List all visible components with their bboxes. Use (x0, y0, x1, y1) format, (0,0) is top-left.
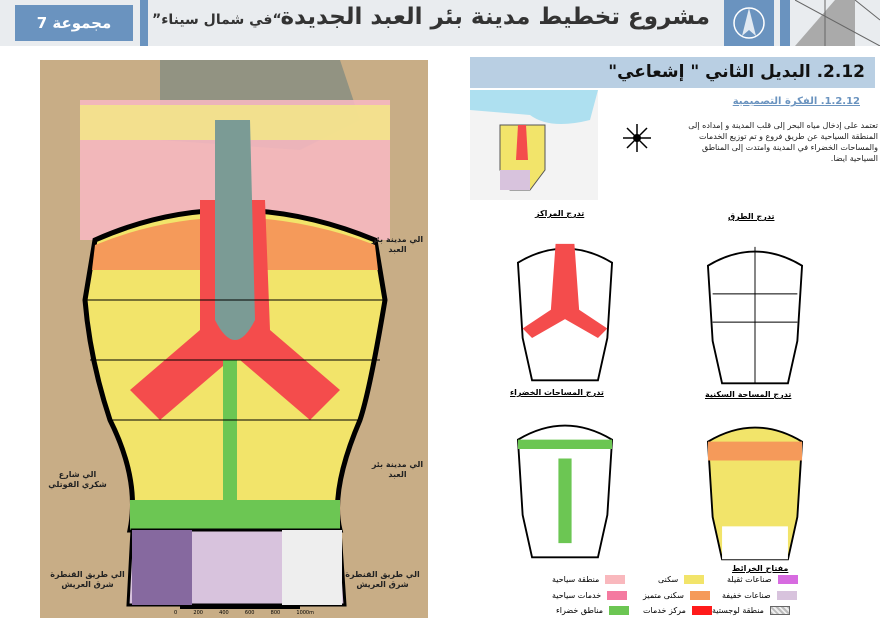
roads-map (706, 246, 804, 385)
legend-swatch (769, 606, 790, 615)
legend-swatch (684, 575, 705, 584)
legend-item: خدمات سياحية (552, 591, 628, 600)
legend-label: مناطق خضراء (556, 606, 603, 615)
scale-tick: 0 (174, 610, 178, 616)
group-badge: مجموعة 7 (15, 5, 133, 41)
radial-arrows-icon (623, 124, 651, 152)
section-title: 2.12. البديل الثاني " إشعاعي" (470, 57, 875, 88)
legend-label: صناعات ثقيلة (727, 575, 772, 584)
legend-item: منطقة لوجستية (712, 606, 790, 615)
legend-swatch (691, 606, 712, 615)
corner-graphic-icon (795, 0, 880, 46)
main-master-plan-map: الي مدينة بئر العبد الي شارع شكري القوتل… (40, 60, 428, 618)
legend-item: مناطق خضراء (556, 606, 629, 615)
legend-swatch (607, 591, 628, 600)
legend-label: منطقة لوجستية (712, 606, 764, 615)
header-subtitle: “في شمال سيناء” (152, 12, 282, 28)
legend-label: سكنى (658, 575, 679, 584)
legend-item: صناعات خفيفة (722, 591, 797, 600)
section-subtitle: 1.2.12. الفكرة التصميمية (732, 96, 860, 107)
centers-map (516, 243, 614, 382)
location-map (470, 90, 598, 200)
legend-item: سكنى (658, 575, 705, 584)
compass-logo-icon (724, 0, 774, 46)
scale-tick: 800 (270, 610, 281, 616)
small-map-title: تدرج المراكز (535, 209, 585, 218)
legend-swatch (605, 575, 626, 584)
map-label: الي طريق القنطرة شرق العريش (345, 570, 420, 589)
scale-tick: 200 (193, 610, 203, 616)
map-label: الي طريق القنطرة شرق العريش (50, 570, 125, 589)
scale-bar: 0 200 400 600 800 1000m (174, 610, 314, 616)
legend-swatch (776, 591, 797, 600)
legend-label: صناعات خفيفة (722, 591, 771, 600)
page-title: مشروع تخطيط مدينة بئر العبد الجديدة (280, 4, 710, 30)
divider (780, 0, 790, 46)
divider (140, 0, 148, 46)
legend-label: مركز خدمات (643, 606, 686, 615)
legend-item: منطقة سياحية (552, 575, 626, 584)
legend-label: منطقة سياحية (552, 575, 600, 584)
small-map-title: تدرج المساحة السكنية (705, 390, 792, 399)
map-label: الي مدينة بئر العبد (371, 235, 424, 254)
legend-title: مفتاح الخرائط (732, 564, 789, 573)
scale-tick: 1000m (296, 610, 314, 616)
legend-label: سكنى متميز (643, 591, 684, 600)
header: مجموعة 7 “في شمال سيناء” مشروع تخطيط مدي… (0, 0, 880, 46)
legend-swatch (609, 606, 629, 615)
legend-swatch (689, 591, 710, 600)
small-map-title: تدرج المساحات الخضراء (510, 388, 604, 397)
residential-map (706, 426, 804, 561)
green-spaces-map (516, 424, 614, 559)
scale-tick: 600 (244, 610, 255, 616)
design-concept-text: تعتمد على إدخال مياه البحر إلى قلب المدي… (688, 121, 878, 163)
legend-item: صناعات ثقيلة (727, 575, 798, 584)
legend-item: مركز خدمات (643, 606, 712, 615)
map-label: الي مدينة بئر العبد (371, 460, 424, 479)
map-label: الي شارع شكري القوتلي (48, 470, 107, 489)
legend-item: سكنى متميز (643, 591, 710, 600)
legend-swatch (777, 575, 798, 584)
scale-tick: 400 (219, 610, 229, 616)
small-map-title: تدرج الطرق (728, 212, 775, 221)
legend-label: خدمات سياحية (552, 591, 602, 600)
